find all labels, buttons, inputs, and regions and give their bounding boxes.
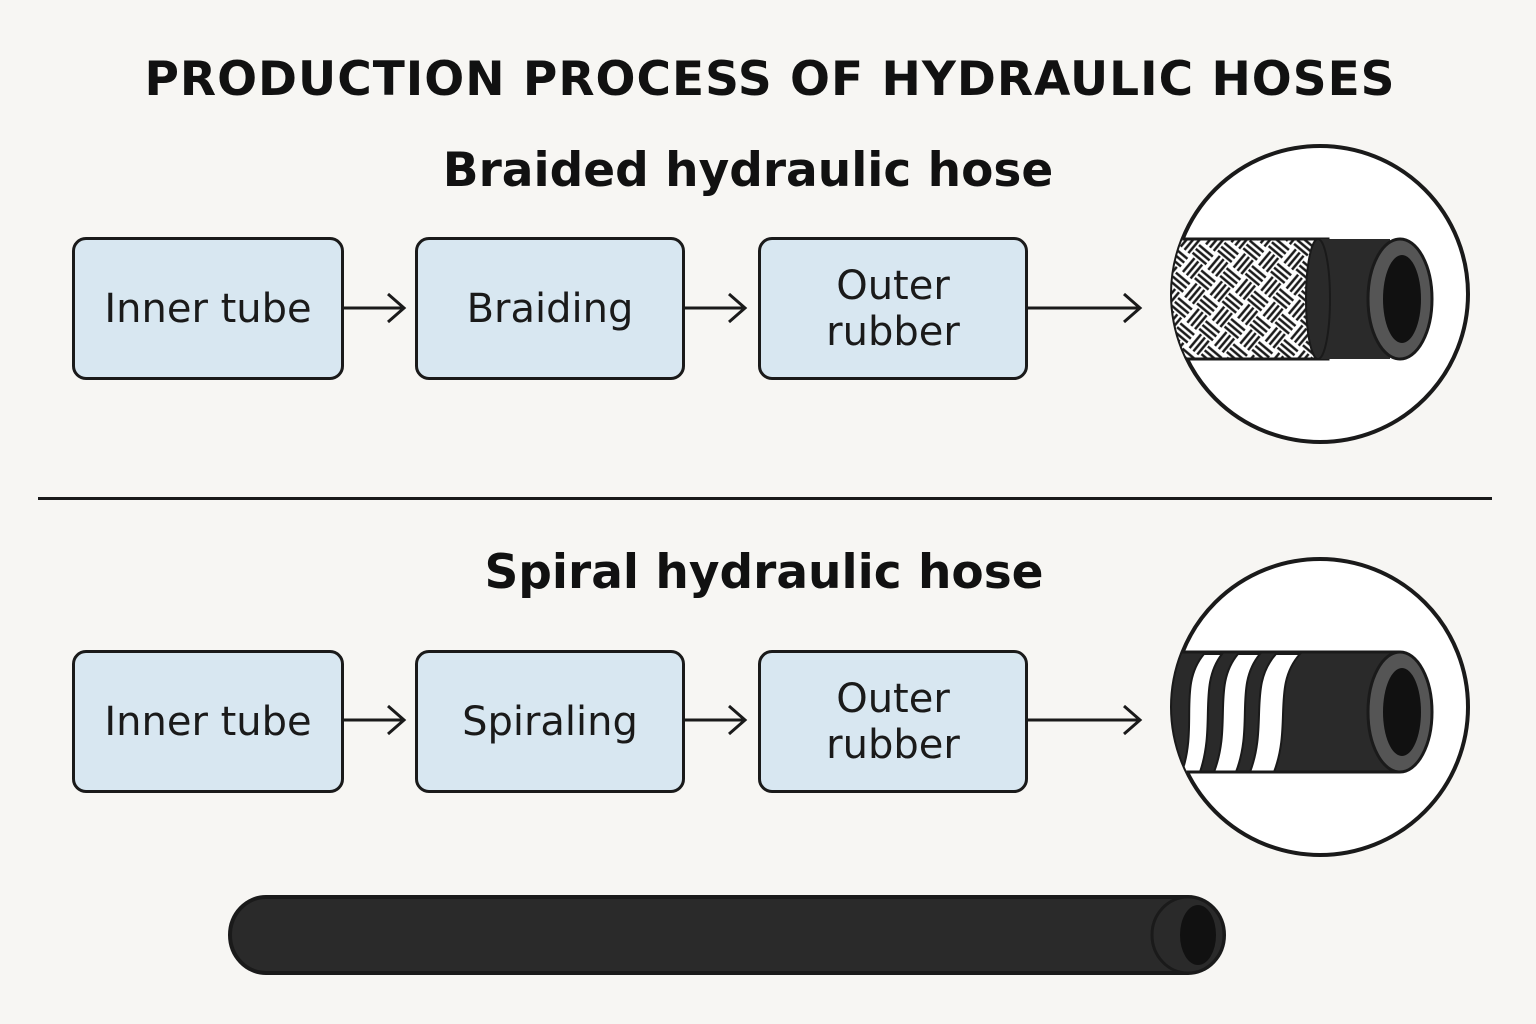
braided-hose-icon (1170, 144, 1470, 444)
step-braiding: Braiding (415, 237, 685, 380)
arrow-icon (344, 292, 407, 324)
braided-section-title: Braided hydraulic hose (442, 143, 1054, 198)
step-label: Outer rubber (826, 675, 960, 768)
arrow-icon (344, 704, 407, 736)
arrow-icon (685, 704, 748, 736)
step-label: Inner tube (104, 285, 312, 332)
step-label: Outer rubber (826, 262, 960, 355)
finished-hose-icon (228, 895, 1226, 975)
arrow-icon (685, 292, 748, 324)
step-label: Inner tube (104, 698, 312, 745)
step-label: Braiding (466, 285, 634, 332)
arrow-icon (1028, 292, 1143, 324)
spiral-hose-icon (1170, 557, 1470, 857)
spiral-section-title: Spiral hydraulic hose (484, 545, 1044, 600)
step-outer-rubber: Outer rubber (758, 650, 1028, 793)
step-spiraling: Spiraling (415, 650, 685, 793)
step-inner-tube: Inner tube (72, 237, 344, 380)
step-outer-rubber: Outer rubber (758, 237, 1028, 380)
step-label: Spiraling (462, 698, 638, 745)
step-inner-tube: Inner tube (72, 650, 344, 793)
section-divider (38, 497, 1492, 500)
arrow-icon (1028, 704, 1143, 736)
page-title: PRODUCTION PROCESS OF HYDRAULIC HOSES (144, 52, 1396, 107)
